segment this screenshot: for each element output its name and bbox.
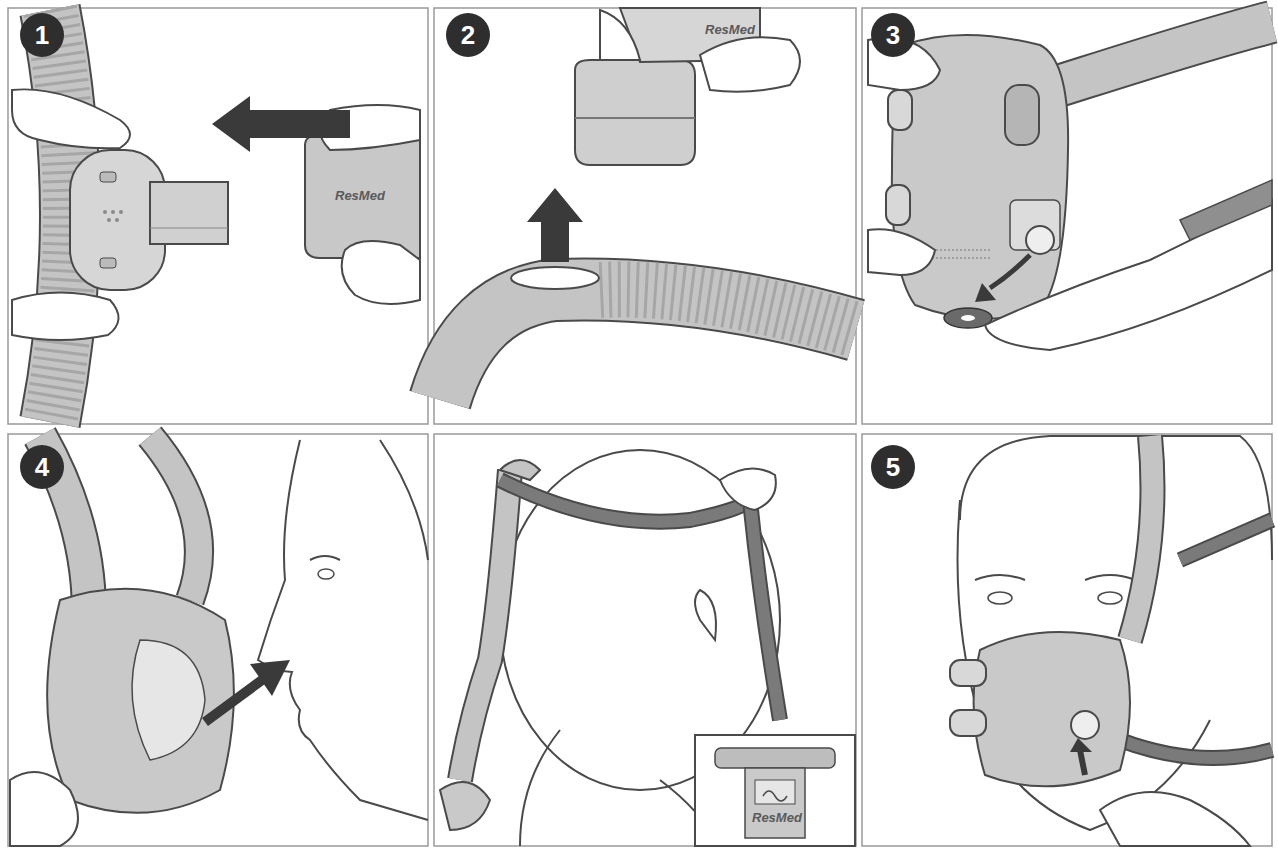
panel-six-art xyxy=(950,436,1272,846)
brand-mark: ResMed xyxy=(752,810,802,825)
callout-number: 4 xyxy=(20,445,64,489)
panel-two-art xyxy=(440,8,856,400)
callout-number: 1 xyxy=(20,13,64,57)
panel-five-art xyxy=(440,450,855,846)
panel-four-art xyxy=(10,436,428,846)
brand-mark: ResMed xyxy=(335,188,385,203)
callout-number: 3 xyxy=(871,13,915,57)
brand-mark: ResMed xyxy=(705,22,755,37)
panel-frames xyxy=(8,8,1272,846)
callout-number: 5 xyxy=(871,445,915,489)
panel-one-art xyxy=(12,10,420,422)
callout-number: 2 xyxy=(446,13,490,57)
panel-three-art xyxy=(868,22,1272,350)
